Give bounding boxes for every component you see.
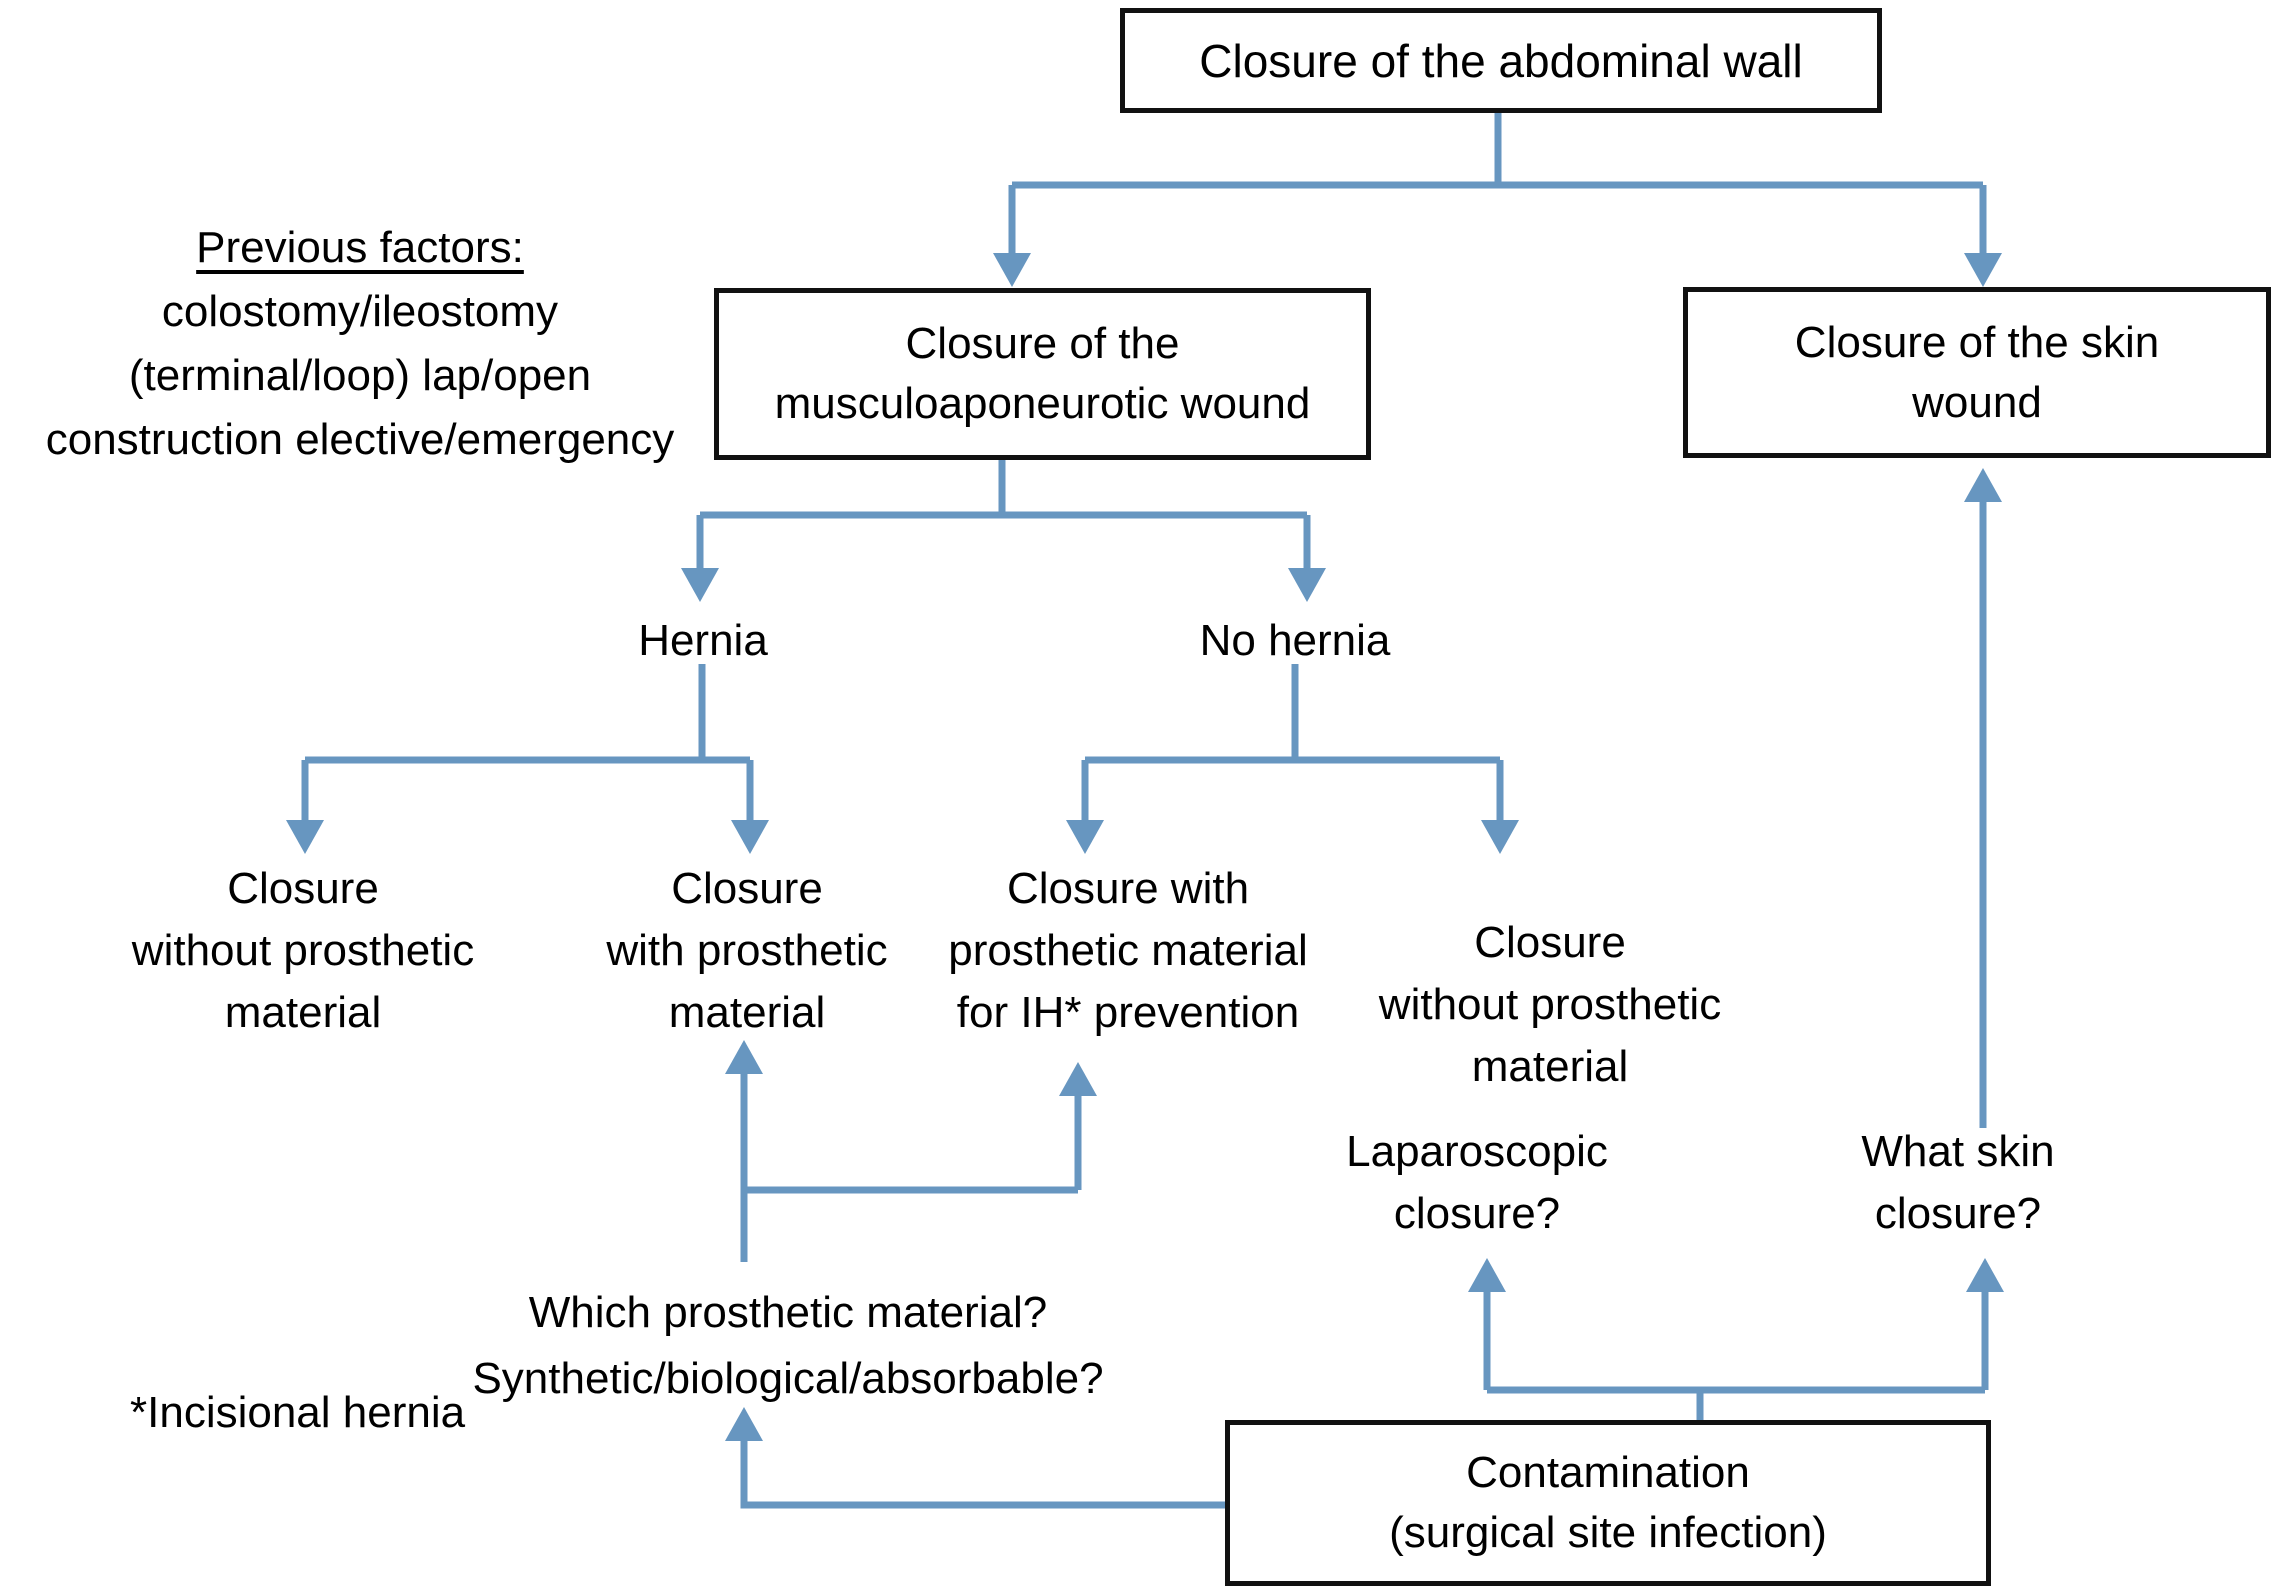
footnote-incisional-hernia: *Incisional hernia [130,1382,610,1444]
leaf-line: Closure [227,864,379,913]
leaf-no-hernia-without-prosthetic: Closure without prosthetic material [1330,912,1770,1098]
leaf-line: for IH* prevention [956,988,1300,1037]
previous-factors-line: (terminal/loop) lap/open [128,351,592,400]
leaf-line: without prosthetic [131,926,475,975]
no-hernia-label-text: No hernia [1199,616,1391,665]
arrowhead-down-to-hernia [681,568,719,602]
previous-factors-note: Previous factors: colostomy/ileostomy (t… [0,216,720,472]
arrowhead-up-to-ih-prevention-leaf [1059,1062,1097,1096]
arrowhead-down-to-ih-prevention [1066,820,1104,854]
connector-hernia-split [301,664,754,820]
hernia-label-text: Hernia [638,616,768,665]
box-skin-wound-closure: Closure of the skin wound [1683,287,2271,458]
question-line: Synthetic/biological/absorbable? [472,1354,1104,1403]
root-box-label: Closure of the abdominal wall [1199,34,1803,87]
question-line: Which prosthetic material? [528,1288,1048,1337]
leaf-no-hernia-ih-prevention: Closure with prosthetic material for IH*… [908,858,1348,1044]
connector-musculo-split [696,458,1311,568]
connector-contamination-to-prosthetic-question [740,1441,1225,1509]
leaf-line: material [224,988,382,1037]
leaf-line: without prosthetic [1378,980,1722,1029]
arrowhead-down-to-skin-box [1964,253,2002,287]
root-box-closure-abdominal-wall: Closure of the abdominal wall [1120,8,1882,113]
question-which-prosthetic-material: Which prosthetic material? Synthetic/bio… [438,1280,1138,1412]
arrowhead-up-to-what-skin-question [1966,1258,2004,1292]
skin-box-line: Closure of the skin [1794,317,2160,367]
question-line: closure? [1874,1189,2042,1238]
connector-root-split [1008,113,1987,253]
contamination-box-line: (surgical site infection) [1389,1508,1827,1557]
arrowhead-down-to-without-prosthetic [286,820,324,854]
arrowhead-down-to-with-prosthetic [731,820,769,854]
musculo-box-line: musculoaponeurotic wound [774,379,1311,428]
question-line: What skin [1861,1127,2055,1176]
contamination-box-line: Contamination [1466,1448,1750,1497]
leaf-line: with prosthetic [606,926,888,975]
connector-contamination-split [1483,1292,1989,1420]
footnote-text: *Incisional hernia [130,1388,466,1437]
skin-box-line: wound [1912,377,2042,427]
arrowhead-up-to-synthetic-question [725,1407,763,1441]
question-line: Laparoscopic [1346,1127,1608,1176]
previous-factors-heading: Previous factors: [196,223,524,272]
arrowhead-up-to-laparoscopic-question [1468,1258,1506,1292]
connector-no-hernia-split [1081,664,1504,820]
leaf-line: material [668,988,826,1037]
leaf-hernia-with-prosthetic: Closure with prosthetic material [537,858,957,1044]
leaf-hernia-without-prosthetic: Closure without prosthetic material [73,858,533,1044]
branch-label-hernia: Hernia [553,610,853,672]
previous-factors-line: construction elective/emergency [45,415,675,464]
branch-label-no-hernia: No hernia [1145,610,1445,672]
arrowhead-down-to-musculo-box [993,253,1031,287]
question-line: closure? [1393,1189,1561,1238]
leaf-line: Closure [671,864,823,913]
arrowhead-down-to-no-hernia [1288,568,1326,602]
previous-factors-line: colostomy/ileostomy [161,287,559,336]
arrowhead-down-to-without-prosthetic-2 [1481,820,1519,854]
leaf-line: prosthetic material [948,926,1308,975]
leaf-line: Closure [1474,918,1626,967]
question-laparoscopic-closure: Laparoscopic closure? [1277,1121,1677,1245]
box-contamination: Contamination (surgical site infection) [1225,1420,1991,1586]
leaf-line: Closure with [1006,864,1250,913]
arrowhead-up-to-with-prosthetic-material [725,1040,763,1074]
connector-question-to-prosthetic-leaves [740,1074,1082,1262]
musculo-box-line: Closure of the [905,319,1180,368]
box-musculoaponeurotic-closure: Closure of the musculoaponeurotic wound [714,288,1371,460]
arrowhead-up-to-skin-box [1964,468,2002,502]
leaf-line: material [1471,1042,1629,1091]
question-what-skin-closure: What skin closure? [1778,1121,2138,1245]
